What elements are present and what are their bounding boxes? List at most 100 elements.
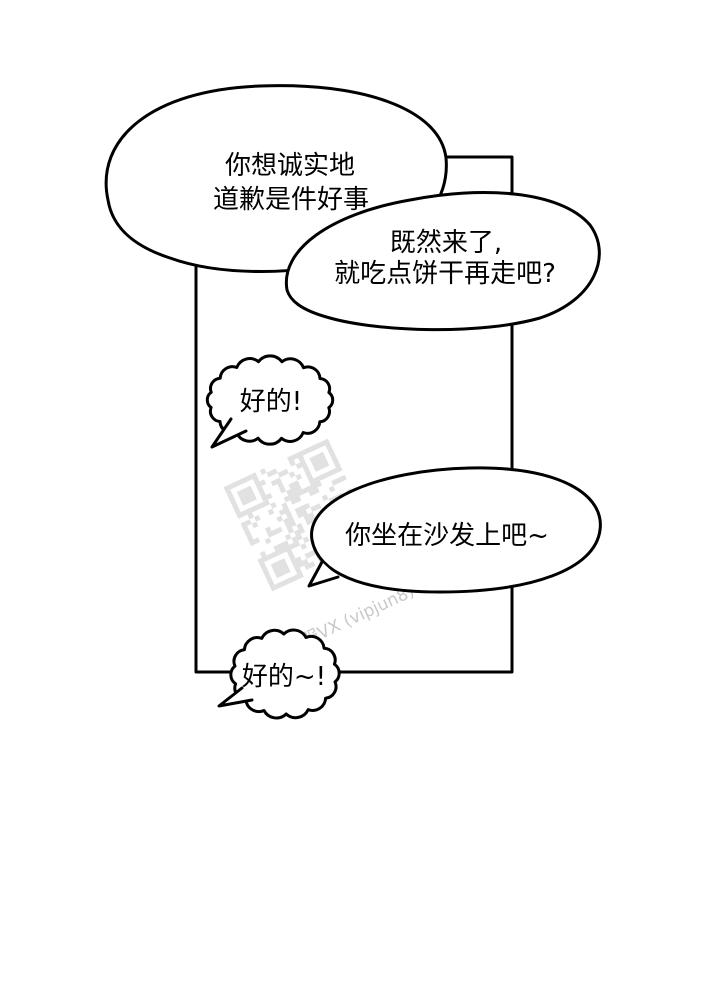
watermark-qr-module: [320, 456, 328, 464]
watermark-qr-module: [289, 460, 296, 467]
watermark-qr-module: [254, 514, 261, 522]
watermark-qr-module: [315, 480, 323, 488]
watermark-qr-module: [293, 529, 301, 537]
watermark-qr-module: [323, 438, 330, 446]
watermark-qr-module: [234, 507, 241, 515]
watermark-qr-module: [288, 482, 296, 490]
watermark-qr-module: [258, 501, 266, 509]
watermark-qr-module: [310, 505, 317, 512]
watermark-qr-module: [243, 492, 251, 499]
speech-bubble-2-outline: [284, 190, 601, 332]
watermark-qr-module: [295, 567, 302, 575]
watermark-qr-module: [264, 537, 272, 545]
watermark-qr-module: [232, 503, 239, 510]
watermark-qr-module: [282, 540, 290, 548]
watermark-qr-module: [306, 485, 313, 492]
watermark-qr-module: [295, 556, 303, 564]
watermark-qr-module: [311, 460, 319, 468]
watermark-qr-module: [302, 558, 309, 566]
watermark-qr-module: [294, 507, 302, 514]
watermark-qr-module: [245, 519, 252, 526]
watermark-qr-module: [270, 551, 278, 558]
watermark-qr-module: [270, 584, 277, 592]
watermark-qr-module: [287, 515, 295, 523]
speech-bubble-1-line-2: 道歉是件好事: [213, 185, 369, 215]
watermark-qr-module: [297, 572, 304, 579]
watermark-qr-module: [292, 574, 300, 581]
watermark-qr-module: [254, 503, 262, 511]
watermark-qr-module: [240, 521, 248, 528]
watermark-qr-module: [288, 576, 295, 583]
watermark-qr-module: [261, 566, 269, 574]
watermark-qr-module: [290, 486, 298, 494]
watermark-qr-module: [261, 555, 269, 563]
watermark-qr-module: [325, 443, 333, 450]
speech-bubble-3: 好的!: [205, 354, 335, 449]
watermark-qr-module: [236, 512, 243, 519]
watermark-qr-module: [307, 511, 315, 519]
watermark-qr-module: [318, 451, 326, 459]
watermark-qr-module: [295, 484, 302, 492]
watermark-qr-module: [259, 468, 267, 475]
watermark-qr-module: [318, 440, 326, 448]
watermark-qr-module: [296, 522, 304, 530]
watermark-qr-module: [276, 526, 283, 534]
watermark-qr-module: [271, 468, 278, 476]
watermark-qr-module: [257, 557, 265, 565]
watermark-qr-module: [306, 473, 314, 481]
watermark-qr-module: [287, 527, 294, 534]
watermark-qr-module: [313, 465, 321, 472]
watermark-qr-module: [240, 510, 248, 517]
watermark-qr-module: [299, 505, 306, 512]
watermark-qr-module: [303, 514, 310, 521]
watermark-qr-module: [261, 495, 268, 502]
watermark-qr-module: [278, 508, 286, 516]
watermark-qr-module: [288, 493, 295, 501]
watermark-qr-module: [314, 442, 321, 450]
watermark-qr-module: [301, 509, 308, 517]
watermark-qr-module: [237, 478, 244, 486]
watermark-qr-module: [249, 505, 257, 513]
watermark-qr-module: [286, 549, 294, 557]
watermark-qr-module: [312, 487, 320, 495]
watermark-qr-module: [283, 578, 291, 586]
speech-bubble-4-outline: [310, 466, 602, 594]
speech-bubble-2-line-2: 就吃点饼干再走吧?: [334, 259, 556, 289]
watermark-qr-module: [248, 539, 256, 547]
watermark-qr-module: [265, 575, 273, 583]
watermark-qr-module: [296, 534, 303, 541]
speech-bubble-4-tail: [307, 560, 340, 588]
watermark-qr-module: [300, 460, 307, 467]
watermark-qr-module: [298, 527, 306, 535]
watermark-qr-module: [313, 453, 321, 461]
watermark-qr-module: [292, 491, 300, 499]
watermark-qr-module: [250, 472, 258, 480]
watermark-qr-module: [244, 530, 252, 538]
watermark-qr-module: [302, 536, 310, 544]
watermark-qr-module: [294, 495, 302, 503]
watermark-qr-module: [288, 553, 296, 561]
watermark-qr-module: [284, 533, 292, 541]
watermark-qr-module: [305, 447, 312, 454]
speech-bubble-3-text: 好的!: [240, 387, 302, 417]
watermark-qr-module: [246, 474, 253, 482]
watermark-qr-module: [277, 470, 285, 478]
watermark-qr-module: [295, 473, 303, 481]
watermark-qr-module: [259, 562, 267, 569]
watermark-qr-module: [300, 543, 307, 550]
watermark-qr-module: [287, 455, 294, 463]
speech-bubble-5-text: 好的~!: [242, 662, 326, 692]
speech-bubble-2-line-1: 既然来了,: [390, 228, 502, 258]
watermark-qr-module: [321, 494, 329, 502]
watermark-qr-module: [290, 558, 298, 566]
watermark-qr-module: [304, 469, 312, 477]
watermark-qr-module: [263, 571, 271, 578]
watermark-qr-module: [253, 537, 261, 544]
watermark-qr-module: [331, 467, 339, 475]
watermark-qr-module: [316, 458, 323, 466]
speech-bubble-2: 既然来了, 就吃点饼干再走吧?: [284, 190, 601, 332]
watermark-qr-module: [277, 542, 285, 550]
watermark-qr-module: [263, 499, 271, 507]
watermark-qr-module: [274, 582, 282, 590]
watermark-qr-module: [273, 544, 281, 552]
